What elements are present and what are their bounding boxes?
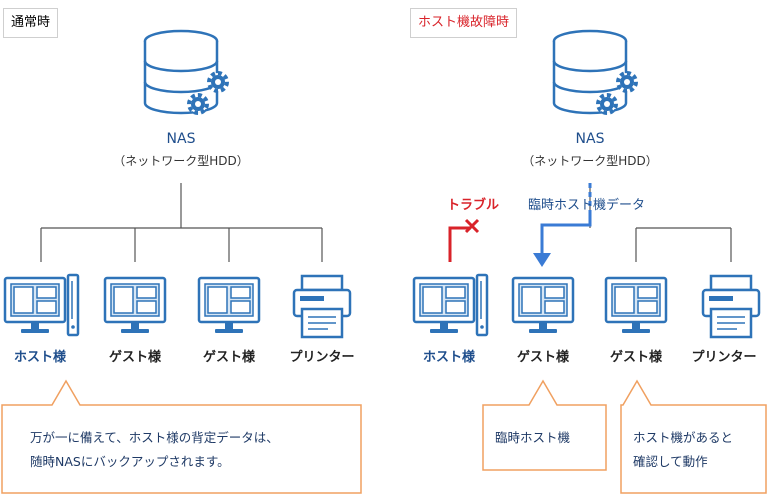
temp-data-arrow-line bbox=[540, 212, 592, 255]
left-device-label-guest-2: ゲスト様 bbox=[202, 350, 255, 365]
left-nas-title: NAS bbox=[166, 131, 196, 147]
right-guest-pc-icon-1 bbox=[511, 276, 575, 335]
right-nas-subtitle: （ネットワーク型HDD） bbox=[522, 154, 658, 168]
trouble-line bbox=[448, 226, 471, 262]
left-callout-bubble bbox=[1, 379, 362, 494]
left-printer-icon bbox=[292, 274, 352, 339]
left-device-label-printer: プリンター bbox=[289, 350, 355, 365]
right-callout-bubble-2 bbox=[620, 379, 767, 494]
temp-data-arrow-head bbox=[533, 253, 551, 267]
right-device-label-printer: プリンター bbox=[691, 350, 757, 365]
left-network-lines bbox=[40, 183, 323, 262]
left-host-pc-icon bbox=[3, 273, 80, 337]
left-device-label-host: ホスト様 bbox=[13, 350, 66, 365]
left-bubble-line-1: 万が一に備えて、ホスト様の背定データは、 bbox=[30, 430, 279, 445]
left-bubble-line-2: 随時NASにバックアップされます。 bbox=[30, 454, 230, 469]
right-device-label-guest-2: ゲスト様 bbox=[609, 350, 662, 365]
right-callout-bubble-1 bbox=[482, 379, 607, 471]
right-device-label-guest-1: ゲスト様 bbox=[516, 350, 569, 365]
right-bubble-1-text: 臨時ホスト機 bbox=[495, 430, 571, 445]
right-device-label-host: ホスト様 bbox=[422, 350, 475, 365]
left-guest-pc-icon-1 bbox=[103, 276, 167, 335]
right-nas-title: NAS bbox=[575, 131, 605, 147]
right-guest-pc-icon-2 bbox=[604, 276, 668, 335]
right-panel-label: ホスト機故障時 bbox=[410, 8, 518, 38]
left-nas-subtitle: （ネットワーク型HDD） bbox=[113, 154, 249, 168]
right-bubble-2-line-1: ホスト機があると bbox=[633, 430, 734, 445]
left-nas-icon bbox=[143, 29, 229, 115]
temp-host-data-label: 臨時ホスト機データ bbox=[528, 198, 646, 213]
right-bubble-2-line-2: 確認して動作 bbox=[633, 454, 708, 469]
left-device-label-guest-1: ゲスト様 bbox=[108, 350, 161, 365]
left-guest-pc-icon-2 bbox=[197, 276, 261, 335]
left-panel-label: 通常時 bbox=[3, 8, 59, 38]
right-host-pc-icon bbox=[412, 273, 489, 337]
right-printer-icon bbox=[701, 274, 761, 339]
trouble-x-icon bbox=[464, 218, 480, 234]
right-nas-icon bbox=[552, 29, 638, 115]
trouble-label: トラブル bbox=[447, 198, 500, 213]
